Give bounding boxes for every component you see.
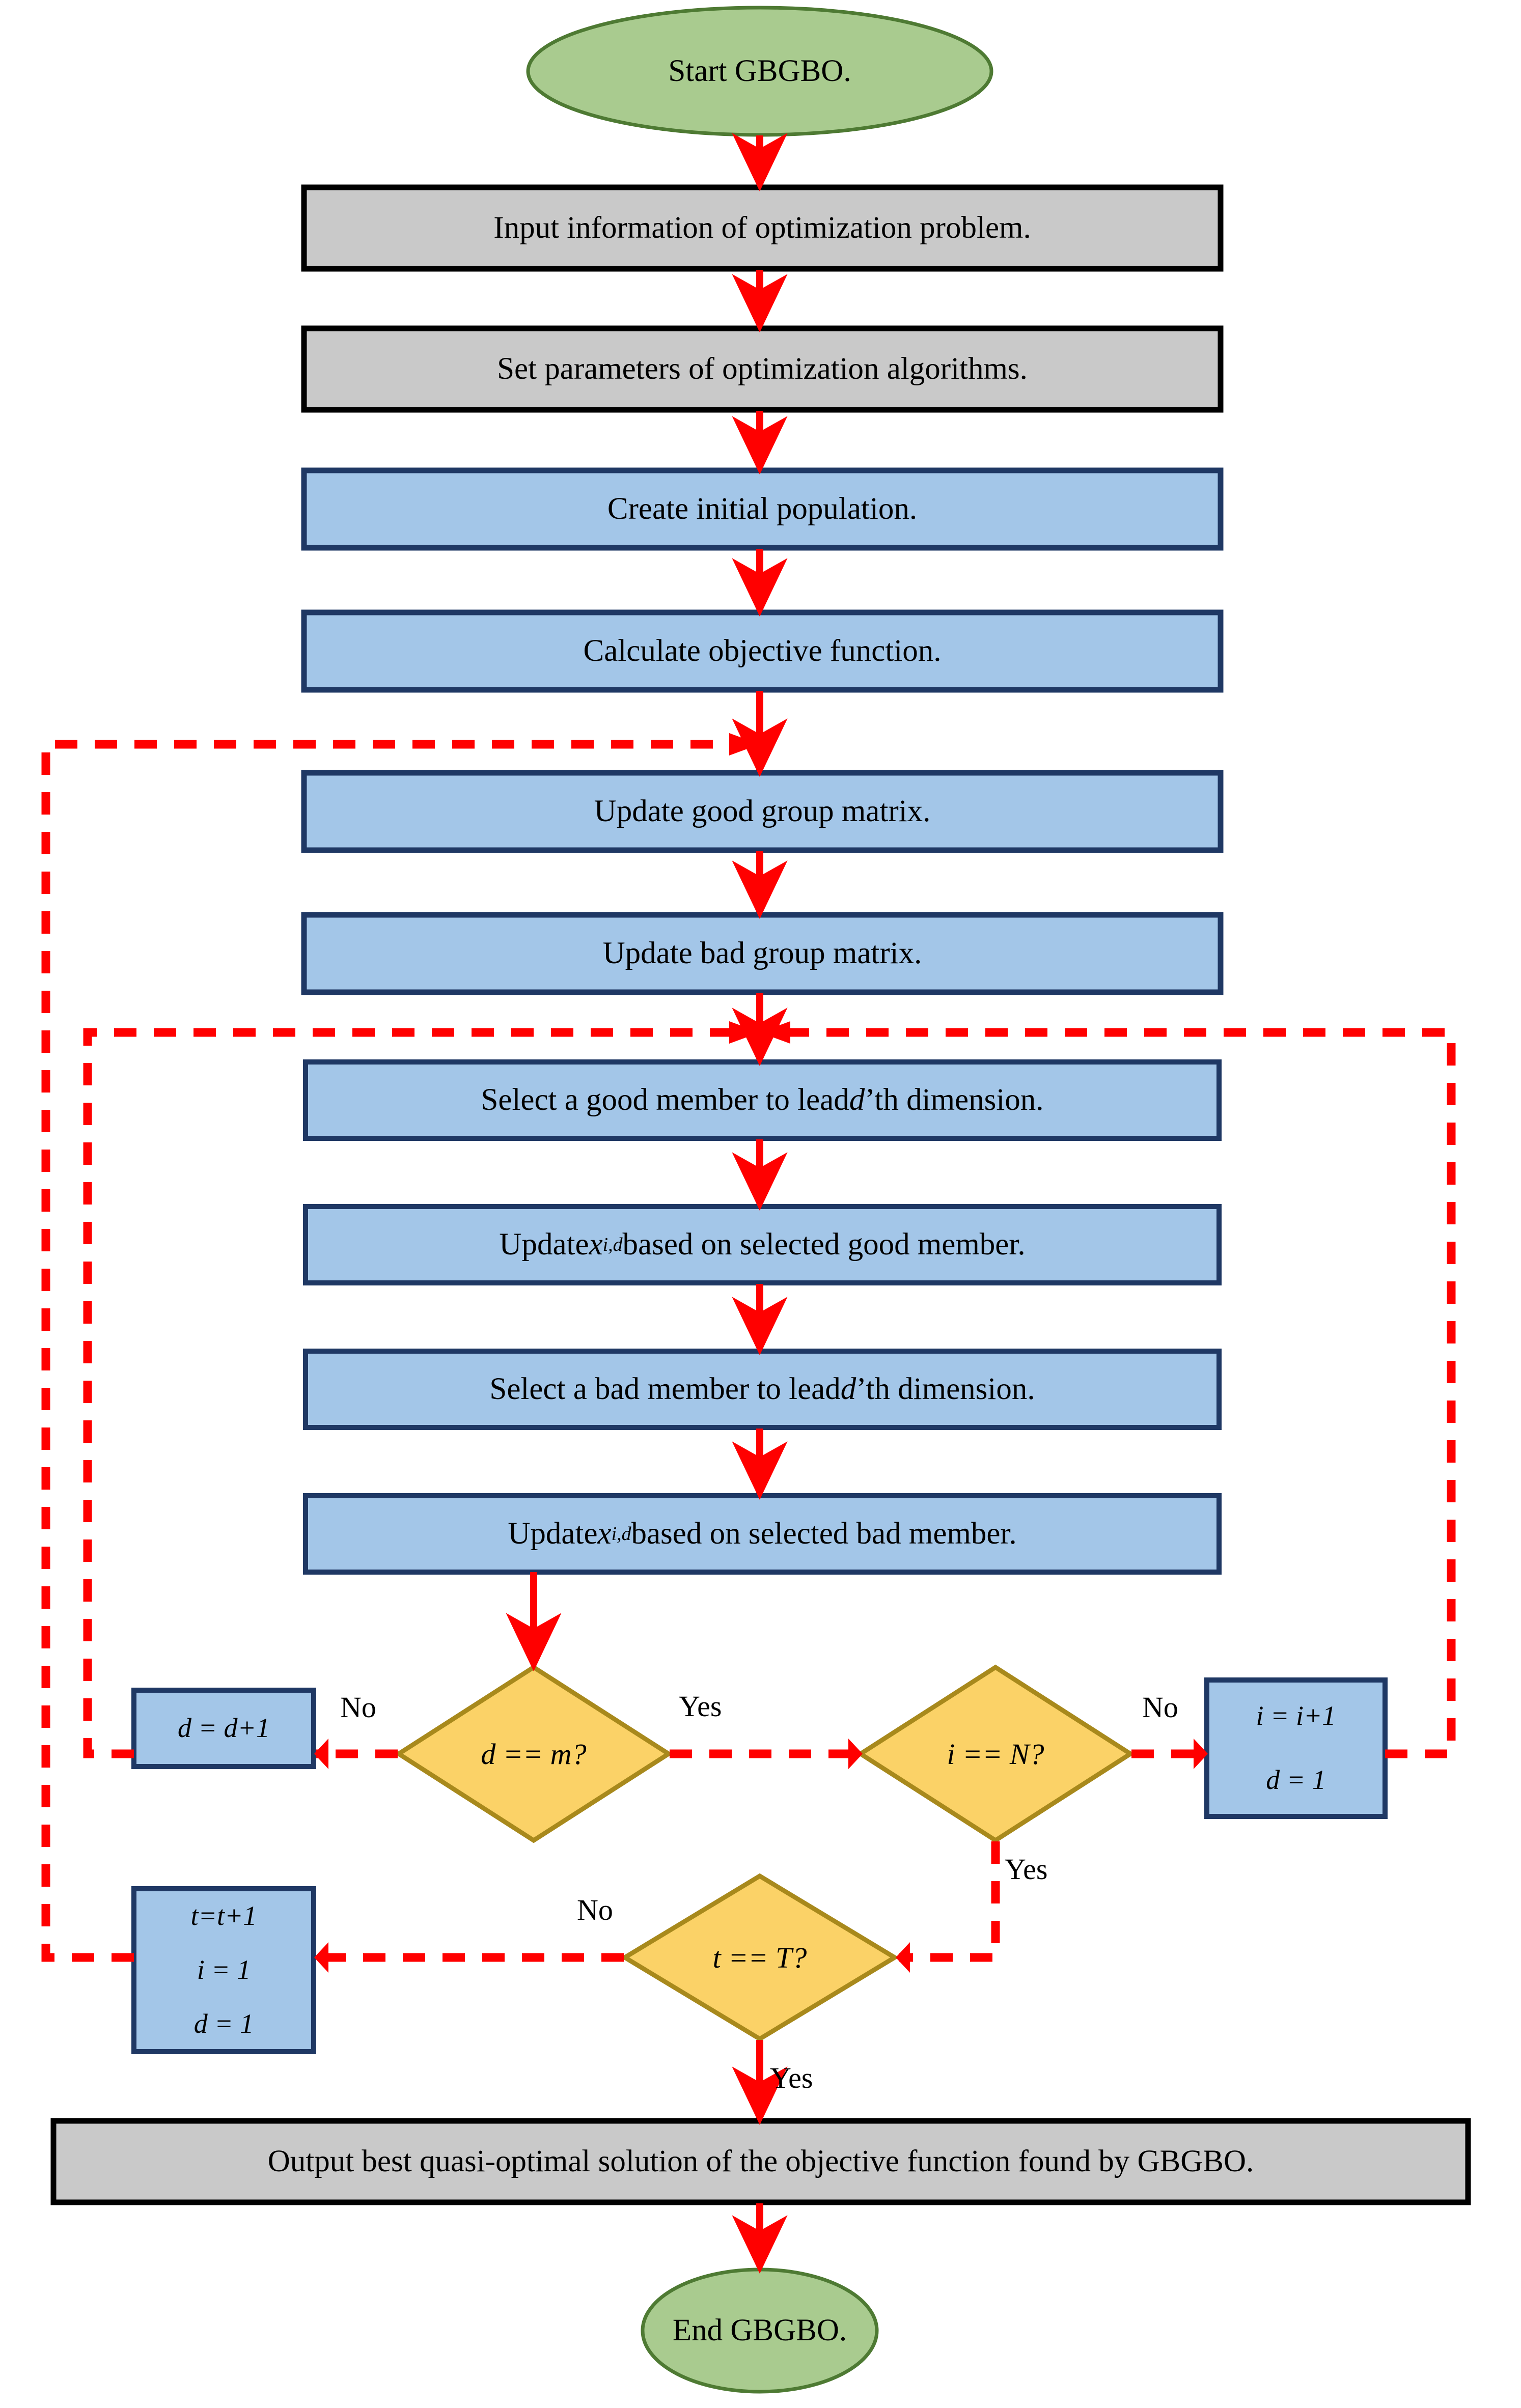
node-calc-obj-shape bbox=[301, 609, 1224, 693]
arrowhead-into-dect bbox=[896, 1942, 910, 1973]
node-upd-x-good-shape bbox=[303, 1204, 1222, 1285]
arrowhead-into-selgood-left bbox=[729, 1021, 760, 1044]
arrowhead-into-incd bbox=[314, 1739, 328, 1769]
node-sel-bad-shape bbox=[303, 1349, 1222, 1430]
node-inc-t-shape bbox=[131, 1886, 316, 2054]
feedback-arrowheads bbox=[314, 733, 1208, 1973]
node-start-shape bbox=[526, 6, 993, 137]
node-inc-d-shape bbox=[131, 1688, 316, 1769]
node-dec-d-shape bbox=[394, 1664, 673, 1843]
node-upd-good-matrix-shape bbox=[301, 770, 1224, 853]
arrowhead-into-updgood-left bbox=[729, 733, 760, 755]
node-create-pop-shape bbox=[301, 467, 1224, 551]
node-upd-bad-matrix-shape bbox=[301, 912, 1224, 995]
edge-inct-to-updgood bbox=[41, 740, 754, 1962]
node-sel-good-shape bbox=[303, 1059, 1222, 1141]
edge-label-i-yes: Yes bbox=[1005, 1853, 1048, 1886]
arrowhead-into-inct bbox=[314, 1942, 328, 1973]
edge-label-t-no: No bbox=[577, 1893, 613, 1926]
arrowhead-into-deci bbox=[848, 1739, 863, 1769]
edge-inci-to-selgood bbox=[767, 1028, 1456, 1758]
node-inc-i-shape bbox=[1204, 1677, 1388, 1819]
edge-label-d-no: No bbox=[340, 1691, 376, 1724]
edge-deci-yes-to-dect bbox=[899, 1841, 1000, 1962]
node-set-params-shape bbox=[301, 325, 1224, 413]
node-dec-t-shape bbox=[620, 1873, 899, 2042]
edge-label-d-yes: Yes bbox=[679, 1690, 722, 1723]
arrowhead-into-inci bbox=[1194, 1739, 1208, 1769]
arrowhead-into-selgood-right bbox=[760, 1021, 790, 1044]
feedback-loops bbox=[41, 740, 1456, 1962]
node-output-shape bbox=[50, 2118, 1471, 2205]
edge-label-t-yes: Yes bbox=[770, 2061, 813, 2094]
node-end-shape bbox=[641, 2267, 879, 2394]
node-input-info-shape bbox=[301, 184, 1224, 272]
edge-incd-to-selgood bbox=[83, 1028, 754, 1758]
edge-label-i-no: No bbox=[1142, 1691, 1178, 1724]
node-upd-x-bad-shape bbox=[303, 1493, 1222, 1575]
node-dec-i-shape bbox=[856, 1664, 1135, 1843]
